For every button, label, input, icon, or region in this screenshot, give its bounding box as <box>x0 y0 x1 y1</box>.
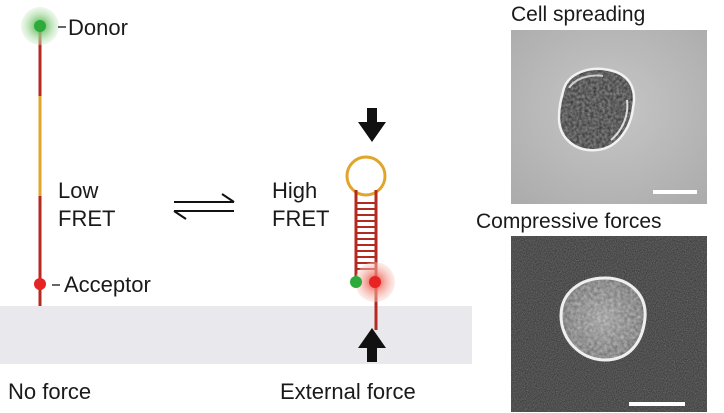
high-fret-line-1: High <box>272 178 318 203</box>
fret-schematic <box>0 7 472 364</box>
donor-dye-hairpin <box>350 276 362 288</box>
top-panel-title: Cell spreading <box>511 3 646 26</box>
low-fret-line-1: Low <box>58 178 99 203</box>
scale-bar <box>653 190 697 194</box>
hairpin-loop <box>345 155 387 197</box>
external-force-label: External force <box>280 379 416 404</box>
compressive-forces-image <box>511 236 707 412</box>
up-arrow-icon <box>358 328 386 362</box>
acceptor-label: Acceptor <box>64 272 151 297</box>
acceptor-dye <box>34 278 46 290</box>
scale-bar <box>629 402 685 406</box>
no-force-label: No force <box>8 379 92 404</box>
acceptor-dye-hairpin <box>369 276 381 288</box>
hairpin-base-pairs <box>356 202 376 270</box>
bottom-panel-title: Compressive forces <box>476 210 662 233</box>
low-fret-label: Low FRET <box>58 177 115 232</box>
low-fret-line-2: FRET <box>58 205 116 231</box>
donor-dye <box>34 20 46 32</box>
cell-spreading-image <box>511 30 707 204</box>
donor-label: Donor <box>68 15 128 40</box>
extended-probe <box>21 7 66 306</box>
hairpin-probe <box>345 155 395 330</box>
equilibrium-arrows-icon <box>173 193 235 220</box>
surface <box>0 306 472 364</box>
high-fret-label: High FRET <box>272 177 329 232</box>
high-fret-line-2: FRET <box>272 205 330 231</box>
down-arrow-icon <box>358 108 386 142</box>
